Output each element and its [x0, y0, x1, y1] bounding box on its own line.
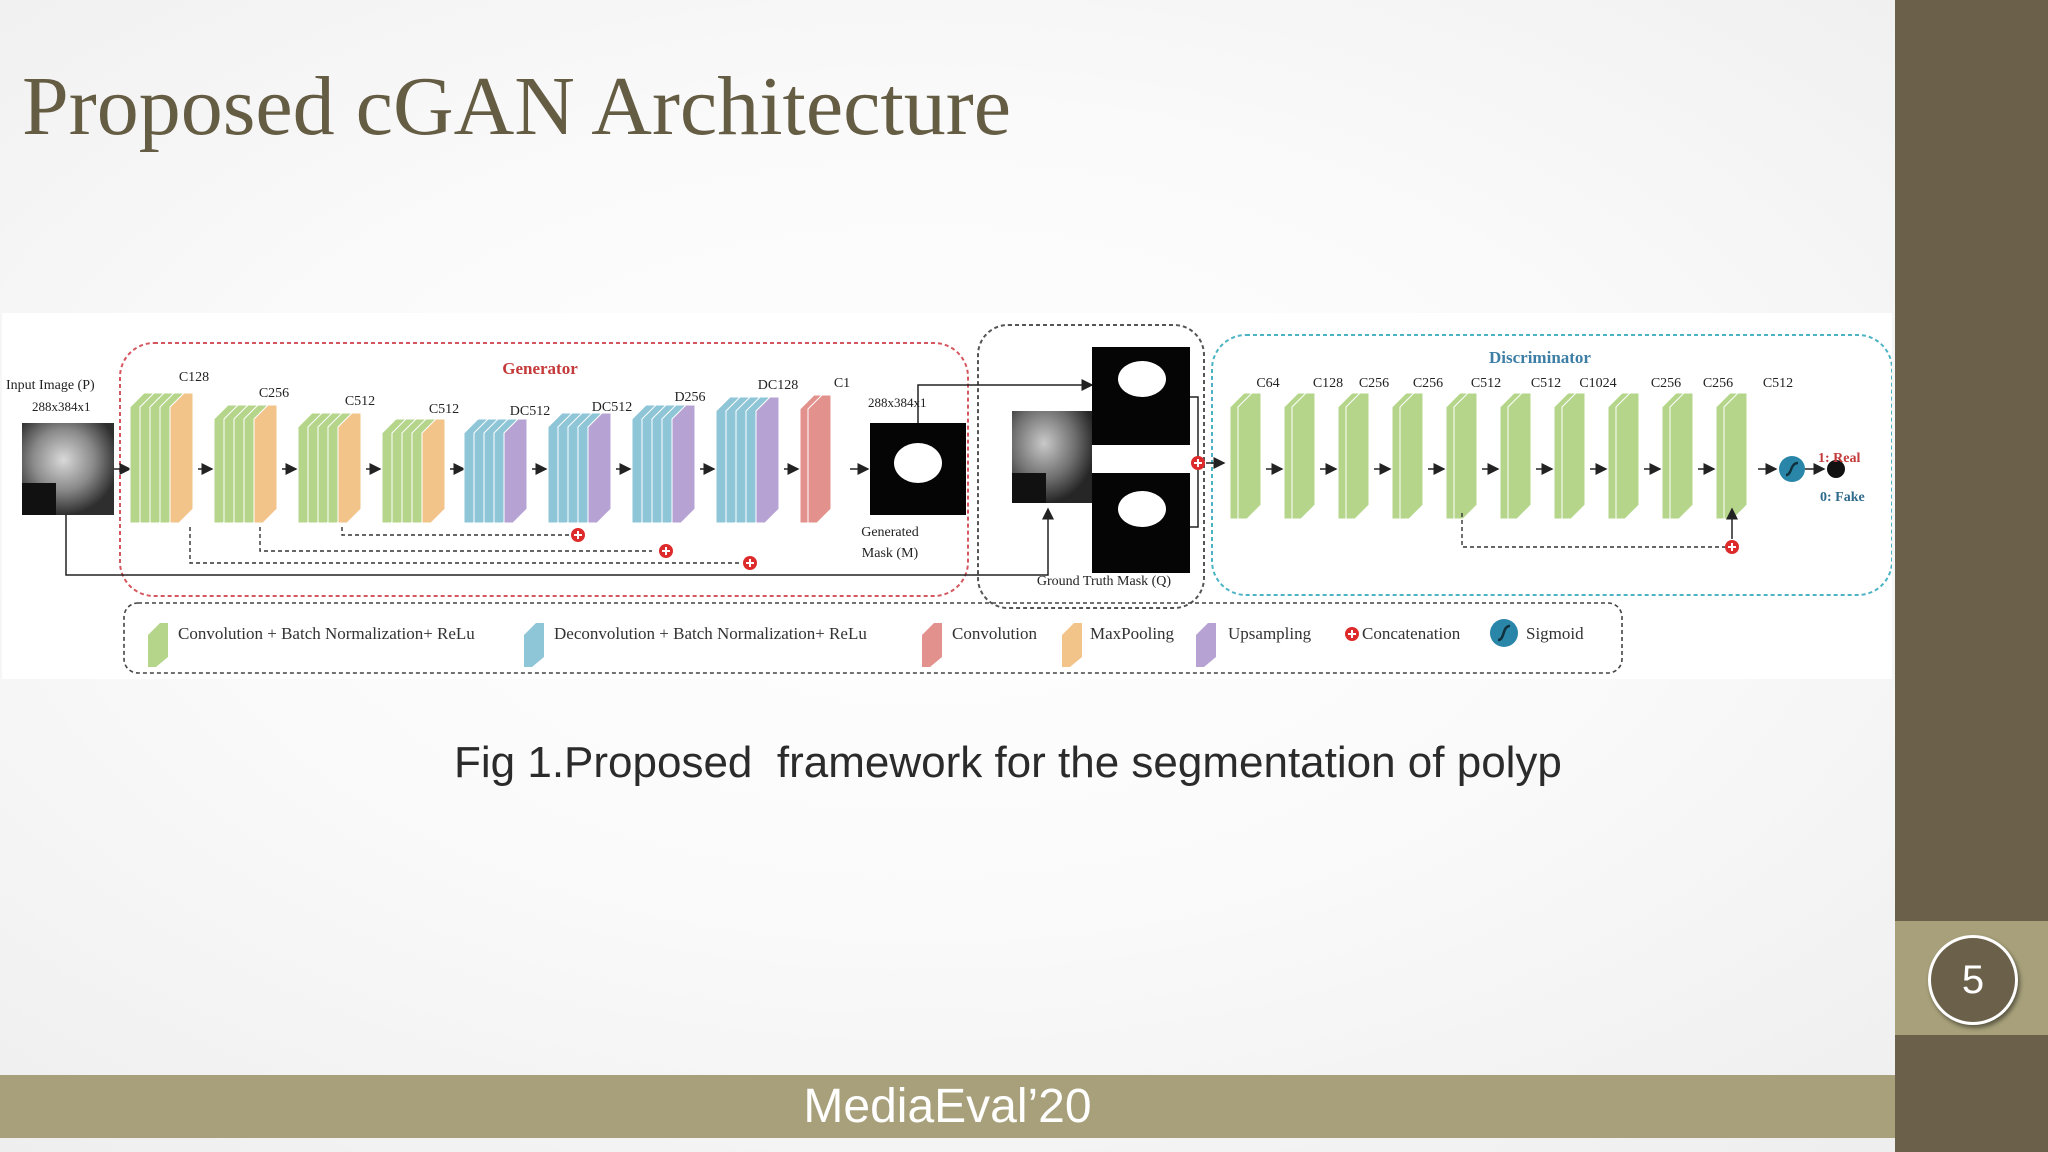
- slide-title: Proposed cGAN Architecture: [22, 60, 1012, 153]
- legend-item: Convolution + Batch Normalization+ ReLu: [148, 623, 475, 667]
- output-node: [1827, 460, 1845, 478]
- legend-item: Deconvolution + Batch Normalization+ ReL…: [524, 623, 867, 667]
- footer-text: MediaEval’20: [803, 1080, 1092, 1133]
- generator-layer-label: DC512: [592, 400, 632, 415]
- legend-item: Concatenation: [1345, 624, 1461, 643]
- legend-label: Concatenation: [1362, 624, 1461, 643]
- legend: Convolution + Batch Normalization+ ReLu D…: [148, 619, 1584, 667]
- legend-label: Upsampling: [1228, 624, 1312, 643]
- generator-layer-slab: [421, 418, 446, 524]
- green-block-icon: [148, 623, 168, 667]
- discriminator-layer-slab: [1561, 392, 1586, 520]
- discriminator-layer-slab: [1669, 392, 1694, 520]
- architecture-diagram: Generator Discriminator Input Image (P) …: [6, 324, 1892, 674]
- discriminator-layer-label: C256: [1413, 376, 1443, 391]
- discriminator-layer-label: C128: [1313, 376, 1343, 391]
- discriminator-layers: C64 C128 C256 C256 C512 C512 C1024 C256 C256 C512: [1229, 376, 1793, 520]
- legend-box: [123, 602, 1623, 674]
- discriminator-layer-label: C256: [1359, 376, 1389, 391]
- discriminator-layer-label: C256: [1651, 376, 1681, 391]
- ground-truth-label: Ground Truth Mask (Q): [1037, 574, 1172, 589]
- discriminator-layer-label: C512: [1471, 376, 1501, 391]
- generator-layer-label: C1: [834, 376, 850, 391]
- generator-layer-label: D256: [674, 390, 705, 405]
- discriminator-layer-label: C64: [1256, 376, 1279, 391]
- discriminator-layer-slab: [1399, 392, 1424, 520]
- discriminator-layer-label: C256: [1703, 376, 1733, 391]
- generator-concat-markers: [571, 528, 757, 570]
- output-size: 288x384x1: [868, 395, 927, 410]
- page-number: 5: [1928, 935, 2018, 1025]
- legend-label: MaxPooling: [1090, 624, 1175, 643]
- legend-label: Sigmoid: [1526, 624, 1584, 643]
- discriminator-layer-label: C512: [1763, 376, 1793, 391]
- generator-layer-label: C128: [179, 370, 209, 385]
- discriminator-layer-slab: [1615, 392, 1640, 520]
- generator-layer-slab: [169, 392, 194, 524]
- generator-layer-slab: [671, 404, 696, 524]
- figure-caption: Fig 1.Proposed framework for the segment…: [454, 738, 1562, 787]
- generator-layer-label: C512: [429, 402, 459, 417]
- discriminator-layer-label: C512: [1531, 376, 1561, 391]
- generated-mask-label-2: Mask (M): [862, 546, 919, 561]
- generator-layer-label: DC128: [758, 378, 798, 393]
- generator-layer-label: C512: [345, 394, 375, 409]
- discriminator-title: Discriminator: [1489, 348, 1591, 367]
- discriminator-layer-slab: [1723, 392, 1748, 520]
- generator-layer-slab: [503, 418, 528, 524]
- generator-title: Generator: [502, 359, 578, 378]
- discriminator-layer-slab: [1507, 392, 1532, 520]
- legend-item: Convolution: [922, 623, 1038, 667]
- generator-layer-slab: [337, 412, 362, 524]
- red-block-icon: [922, 623, 942, 667]
- generator-layer-slab: [755, 396, 780, 524]
- discriminator-layer-slab: [1237, 392, 1262, 520]
- output-real: 1: Real: [1818, 451, 1860, 466]
- discriminator-layer-label: C1024: [1579, 376, 1616, 391]
- footer-band: MediaEval’20: [0, 1075, 1895, 1138]
- purple-block-icon: [1196, 623, 1216, 667]
- discriminator-layer-slab: [1345, 392, 1370, 520]
- legend-item: MaxPooling: [1062, 623, 1175, 667]
- legend-label: Convolution: [952, 624, 1038, 643]
- output-fake: 0: Fake: [1820, 490, 1865, 505]
- input-image-size: 288x384x1: [32, 399, 91, 414]
- legend-item: Upsampling: [1196, 623, 1312, 667]
- architecture-figure: Generator Discriminator Input Image (P) …: [2, 313, 1892, 679]
- generator-layer-slab: [587, 412, 612, 524]
- generator-layer-label: C256: [259, 386, 289, 401]
- legend-label: Deconvolution + Batch Normalization+ ReL…: [554, 624, 867, 643]
- orange-block-icon: [1062, 623, 1082, 667]
- generator-layer-label: DC512: [510, 404, 550, 419]
- discriminator-layer-slab: [1453, 392, 1478, 520]
- legend-item: Sigmoid: [1490, 619, 1584, 647]
- legend-label: Convolution + Batch Normalization+ ReLu: [178, 624, 475, 643]
- discriminator-layer-slab: [1291, 392, 1316, 520]
- input-image-label: Input Image (P): [6, 378, 95, 393]
- generator-layer-slab: [253, 404, 278, 524]
- generator-final-conv: [807, 394, 832, 524]
- blue-block-icon: [524, 623, 544, 667]
- generated-mask-label-1: Generated: [861, 525, 919, 540]
